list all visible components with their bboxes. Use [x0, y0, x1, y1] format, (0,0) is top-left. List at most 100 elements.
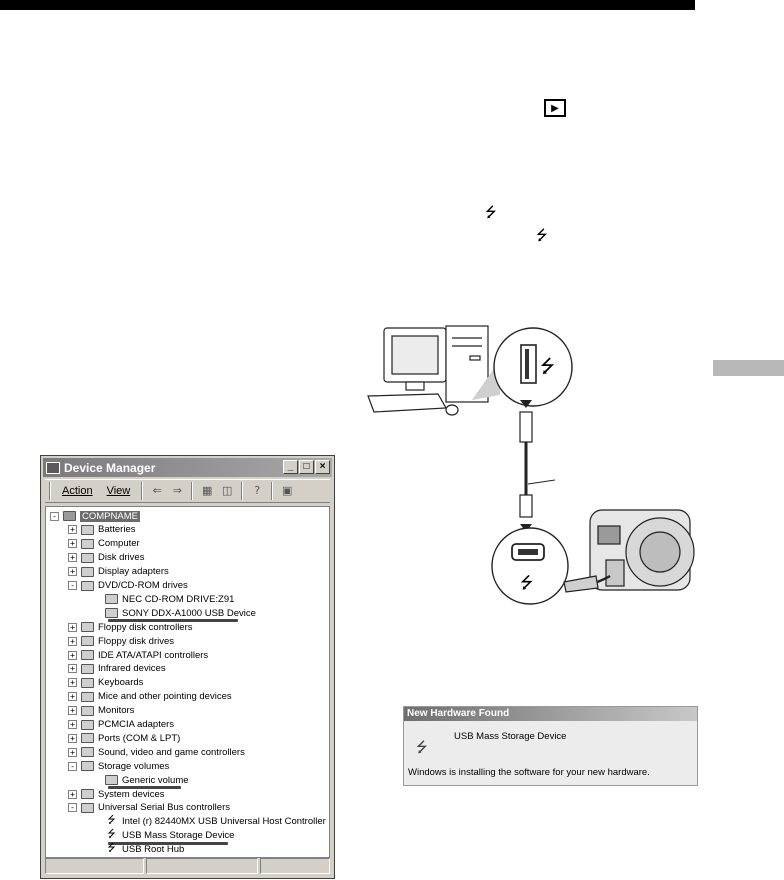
highlight-underline [108, 841, 228, 845]
tree-item[interactable]: NEC CD-ROM DRIVE:Z91 [92, 592, 234, 606]
back-arrow-icon[interactable]: ⇐ [152, 484, 162, 497]
help-icon[interactable]: ? [254, 484, 261, 497]
tree-item-label: COMPNAME [80, 510, 140, 522]
tree-item[interactable]: - DVD/CD-ROM drives [68, 579, 188, 593]
expand-icon[interactable]: + [68, 692, 77, 702]
toolbar: Action View ⇐ ⇒ ▦ ◫ ? ▣ [45, 479, 330, 503]
expand-icon[interactable]: + [68, 664, 77, 674]
device-icon [81, 719, 94, 730]
tree-item[interactable]: - Storage volumes [68, 759, 169, 773]
minimize-button[interactable]: _ [283, 460, 298, 474]
tree-item[interactable]: +Infrared devices [68, 662, 166, 676]
expand-icon[interactable]: + [68, 678, 77, 688]
tree-item[interactable]: + Floppy disk drives [68, 634, 174, 648]
collapse-icon[interactable]: - [50, 511, 59, 521]
menu-view[interactable]: View [106, 485, 131, 497]
tree-item-label: NEC CD-ROM DRIVE:Z91 [122, 593, 235, 605]
tree-item[interactable]: - Universal Serial Bus controllers [68, 801, 230, 815]
expand-icon[interactable]: + [68, 553, 77, 563]
device-manager-titlebar[interactable]: Device Manager _ □ × [43, 458, 332, 477]
collapse-icon[interactable]: - [68, 581, 77, 590]
tree-item[interactable]: + Sound, video and game controllers [68, 745, 245, 759]
tree-item[interactable]: +Display adapters [68, 565, 169, 579]
tree-item[interactable]: + Floppy disk controllers [68, 620, 193, 634]
expand-icon[interactable]: + [68, 539, 77, 549]
tree-item[interactable]: ⭍USB Root Hub [92, 843, 184, 857]
expand-icon[interactable]: + [68, 706, 77, 716]
tree-item[interactable]: + Monitors [68, 704, 134, 718]
tree-item[interactable]: +Mice and other pointing devices [68, 690, 232, 704]
expand-icon[interactable]: + [68, 789, 77, 799]
balloon-message: Windows is installing the software for y… [408, 767, 650, 778]
tree-item-label: Computer [98, 538, 140, 550]
forward-arrow-icon[interactable]: ⇒ [172, 484, 182, 497]
tree-item[interactable]: - COMPNAME [50, 509, 140, 523]
device-icon [105, 608, 118, 619]
tree-item[interactable]: Generic volume [92, 773, 189, 787]
device-icon [81, 566, 94, 577]
device-icon [81, 705, 94, 716]
device-icon [81, 789, 94, 799]
device-icon [81, 636, 94, 647]
tree-item-label: USB Mass Storage Device [122, 830, 235, 842]
tree-item-label: Floppy disk controllers [98, 621, 193, 633]
computer-icon [46, 461, 60, 474]
expand-icon[interactable]: + [68, 720, 77, 729]
tree-item[interactable]: +Disk drives [68, 551, 144, 565]
status-bar [45, 858, 330, 874]
tree-item-label: IDE ATA/ATAPI controllers [98, 649, 209, 661]
show-hide-icon[interactable]: ◫ [222, 484, 233, 497]
device-icon [63, 511, 76, 521]
tree-item[interactable]: SONY DDX-A1000 USB Device [92, 606, 256, 620]
close-button[interactable]: × [315, 460, 330, 474]
tree-item[interactable]: + Keyboards [68, 676, 143, 690]
toolbar-separator [49, 482, 51, 500]
usb-icon: ⭍ [536, 228, 548, 244]
expand-icon[interactable]: + [68, 747, 77, 757]
maximize-button[interactable]: □ [299, 460, 314, 474]
section-tab-marker [713, 360, 784, 376]
tree-item[interactable]: +System devices [68, 787, 165, 801]
expand-icon[interactable]: + [68, 636, 77, 646]
tree-item-label: DVD/CD-ROM drives [98, 580, 188, 591]
tree-item[interactable]: + IDE ATA/ATAPI controllers [68, 648, 208, 662]
device-icon [81, 622, 94, 633]
tree-item[interactable]: + Computer [68, 537, 140, 551]
scan-hardware-icon[interactable]: ▣ [282, 484, 293, 497]
top-rule [0, 0, 695, 10]
tree-item[interactable]: +PCMCIA adapters [68, 718, 174, 732]
menu-action[interactable]: Action [62, 485, 93, 497]
tree-item[interactable]: +Ports (COM & LPT) [68, 731, 180, 745]
toolbar-separator [241, 482, 244, 500]
expand-icon[interactable]: + [68, 650, 77, 660]
expand-icon[interactable]: + [68, 622, 77, 632]
tree-item-label: Monitors [98, 705, 135, 717]
tree-item[interactable]: ⭍Intel (r) 82440MX USB Universal Host Co… [92, 815, 325, 829]
usb-icon: ⭍ [485, 205, 497, 221]
expand-icon[interactable]: + [68, 733, 77, 743]
computer-usb-port-callout: ⭍ [472, 327, 573, 407]
tree-item[interactable]: ⭍USB Mass Storage Device [92, 829, 234, 843]
tree-item-label: Storage volumes [98, 760, 170, 772]
device-icon [81, 552, 94, 563]
usb-icon: ⭍ [107, 815, 116, 827]
tree-item-label: Universal Serial Bus controllers [98, 802, 230, 814]
properties-icon[interactable]: ▦ [202, 484, 213, 497]
collapse-icon[interactable]: - [68, 803, 77, 813]
tree-item-label: Keyboards [98, 677, 144, 689]
device-icon [81, 802, 94, 813]
collapse-icon[interactable]: - [68, 761, 77, 771]
toolbar-separator [191, 482, 194, 500]
device-icon [81, 733, 94, 744]
device-tree[interactable]: -COMPNAME+Batteries+Computer+Disk drives… [45, 506, 330, 858]
camcorder-illustration [563, 509, 695, 593]
expand-icon[interactable]: + [68, 567, 77, 577]
tree-item-label: Batteries [98, 524, 136, 536]
toolbar-separator [141, 482, 144, 500]
new-hardware-found-balloon: New Hardware Found ⭍ USB Mass Storage De… [403, 706, 698, 786]
tree-item-label: Sound, video and game controllers [98, 746, 245, 758]
camera-usb-port-callout: ⭍ [491, 527, 569, 605]
tree-item[interactable]: + Batteries [68, 523, 136, 537]
tree-item-label: Floppy disk drives [98, 635, 175, 647]
expand-icon[interactable]: + [68, 525, 77, 535]
